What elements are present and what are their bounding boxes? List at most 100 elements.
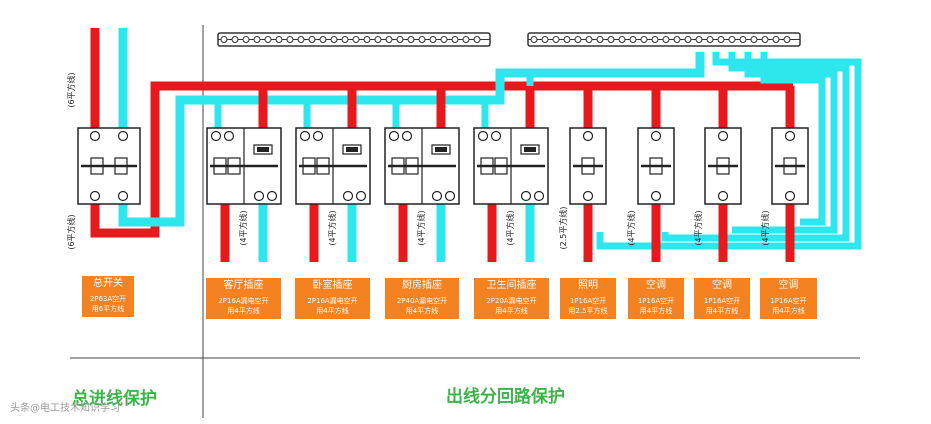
- busbar-screws: [220, 36, 791, 43]
- busbar-screw: [684, 36, 692, 43]
- circuit-spec-line1: 1P16A空开: [770, 297, 807, 305]
- terminal-screw: [355, 190, 367, 202]
- busbar-screw: [552, 36, 560, 43]
- circuit-wire-label: (4平方线): [505, 210, 515, 245]
- circuit-spec-line1: 2P20A漏电空开: [486, 297, 537, 305]
- busbar-screw: [541, 36, 549, 43]
- busbar-screw: [363, 36, 371, 43]
- main-breaker-name: 总开关: [82, 276, 134, 292]
- terminal-screw: [444, 190, 456, 202]
- busbar-screw: [264, 36, 272, 43]
- terminal-screw: [401, 130, 413, 142]
- circuit-spec-line2: 用4平方线: [405, 307, 439, 315]
- busbar-screw: [607, 36, 615, 43]
- circuit-wire-label: (4平方线): [626, 210, 636, 245]
- terminal-screw: [253, 190, 265, 202]
- caption-incoming-protection: 总进线保护: [72, 389, 157, 409]
- terminal-screw: [342, 190, 354, 202]
- busbar-screw: [297, 36, 305, 43]
- branch-breaker: [473, 127, 549, 205]
- main-breaker: [77, 127, 141, 205]
- branch-breaker: [771, 127, 809, 205]
- busbar-screw: [761, 36, 769, 43]
- busbar-screw: [253, 36, 261, 43]
- main-wire-label-top: (6平方线): [66, 72, 76, 107]
- main-breaker-spec-line1: 2P63A空开: [89, 295, 127, 303]
- terminal-screw: [89, 130, 101, 142]
- branch-breaker: [384, 127, 460, 205]
- breakers: [77, 127, 809, 205]
- test-button-face: [524, 147, 536, 152]
- circuit-spec: 2P40A漏电空开用4平方线: [385, 294, 459, 319]
- busbar-screw: [717, 36, 725, 43]
- terminal-screw: [717, 130, 729, 142]
- busbar-screw: [473, 36, 481, 43]
- circuit-name: 空调: [760, 278, 817, 294]
- circuit-wire-label: (4平方线): [760, 210, 770, 245]
- busbar-screw: [341, 36, 349, 43]
- terminal-screw: [582, 130, 594, 142]
- terminal-screw: [117, 190, 129, 202]
- busbar-screw: [706, 36, 714, 43]
- busbar-screw: [728, 36, 736, 43]
- busbar-screw: [330, 36, 338, 43]
- busbar-screw: [574, 36, 582, 43]
- wiring: [90, 28, 862, 262]
- busbar-screw: [673, 36, 681, 43]
- circuit-spec-line1: 1P16A空开: [637, 297, 675, 305]
- circuit-spec-line2: 用4平方线: [639, 307, 673, 315]
- terminal-screw: [650, 130, 662, 142]
- busbar-screw: [418, 36, 426, 43]
- busbar-screw: [429, 36, 437, 43]
- busbar-screw: [231, 36, 239, 43]
- circuit-name: 空调: [628, 278, 684, 294]
- branch-breaker: [295, 127, 371, 205]
- terminal-screw: [117, 130, 129, 142]
- caption-branch-protection: 出线分回路保护: [446, 387, 565, 407]
- neutral-wire: [760, 52, 826, 226]
- circuit-spec: 1P16A空开用4平方线: [760, 294, 817, 319]
- busbar-screw: [695, 36, 703, 43]
- branch-breaker: [206, 127, 282, 205]
- terminal-screw: [266, 190, 278, 202]
- busbar-screw: [662, 36, 670, 43]
- circuit-wire-label: (4平方线): [693, 210, 703, 245]
- circuit-spec-line2: 用4平方线: [316, 307, 349, 315]
- terminal-screw: [312, 130, 324, 142]
- busbar-screw: [596, 36, 604, 43]
- test-button-face: [435, 147, 447, 152]
- circuit-spec: 1P16A空开用4平方线: [628, 294, 684, 319]
- busbar-screw: [563, 36, 571, 43]
- busbar-screw: [585, 36, 593, 43]
- terminal-screw: [582, 190, 594, 202]
- busbar-screw: [783, 36, 791, 43]
- circuit-spec-line1: 1P16A空开: [703, 297, 741, 305]
- busbar-screw: [739, 36, 747, 43]
- terminal-screw: [210, 130, 222, 142]
- branch-breaker: [569, 127, 607, 205]
- circuit-spec: 1P16A空开用4平方线: [694, 294, 750, 319]
- neutral-wire: [661, 52, 850, 242]
- terminal-screw: [388, 130, 400, 142]
- busbar-screw: [618, 36, 626, 43]
- busbar-screw: [462, 36, 470, 43]
- circuit-spec-line2: 用4平方线: [495, 307, 528, 315]
- busbar-screw: [220, 36, 228, 43]
- watermark: 头条@电工技术知识学习: [10, 403, 120, 414]
- circuit-spec-line2: 用2.5平方线: [568, 307, 608, 315]
- circuit-spec-line2: 用4平方线: [227, 307, 260, 315]
- circuit-name: 厨房插座: [385, 278, 459, 294]
- circuit-spec-line1: 1P16A空开: [569, 297, 607, 305]
- branch-breaker: [704, 127, 742, 205]
- busbar-screw: [772, 36, 780, 43]
- busbar-screw: [451, 36, 459, 43]
- busbar-screw: [530, 36, 538, 43]
- terminal-screw: [533, 190, 545, 202]
- busbar-screw: [374, 36, 382, 43]
- test-button-face: [257, 147, 269, 152]
- circuit-name: 照明: [560, 278, 616, 294]
- busbar-screw: [750, 36, 758, 43]
- neutral-wire: [732, 52, 838, 234]
- busbar-screw: [396, 36, 404, 43]
